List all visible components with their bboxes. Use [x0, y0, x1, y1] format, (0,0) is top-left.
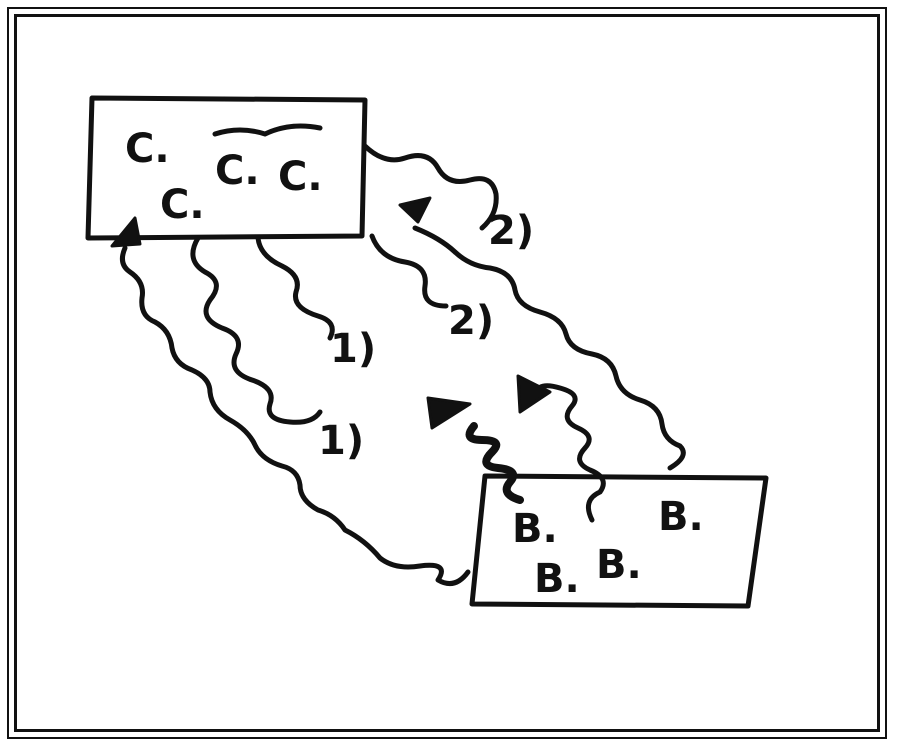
box-c-label-3: C. — [278, 154, 323, 200]
box-b-label-2: B. — [658, 494, 704, 540]
arrowhead-mid — [516, 374, 552, 414]
box-c-label-1: C. — [125, 126, 170, 172]
box-c — [85, 95, 368, 241]
wavy-line-c-to-2-top — [362, 143, 499, 231]
outer-frame — [7, 7, 887, 739]
box-c-inner-stroke — [212, 123, 323, 137]
box-b — [469, 473, 769, 609]
box-c-label-4: C. — [160, 182, 205, 228]
arrowhead-2-top — [398, 196, 432, 224]
box-c-label-2: C. — [215, 148, 260, 194]
box-b-label-3: B. — [596, 542, 642, 588]
edge-label-2-top: 2) — [488, 208, 534, 254]
wavy-line-2-to-b-right — [412, 225, 686, 471]
edge-label-2-mid: 2) — [448, 298, 494, 344]
inner-frame — [14, 14, 880, 732]
edge-label-1-lower: 1) — [318, 418, 364, 464]
arrowhead-flag — [426, 396, 472, 430]
wavy-line-c-to-1a — [190, 235, 323, 425]
arrowhead-c-bottom-left — [110, 216, 142, 248]
box-b-label-4: B. — [534, 556, 580, 602]
wavy-arrow-b-to-c-long — [119, 245, 471, 587]
box-b-label-1: B. — [512, 506, 558, 552]
wavy-line-c-to-1b — [255, 235, 335, 341]
wavy-line-b-to-arrow-mid — [533, 383, 606, 523]
edge-label-1-upper: 1) — [330, 326, 376, 372]
wavy-line-c-to-2-mid — [369, 233, 449, 309]
zigzag-b-to-flag — [465, 422, 524, 504]
